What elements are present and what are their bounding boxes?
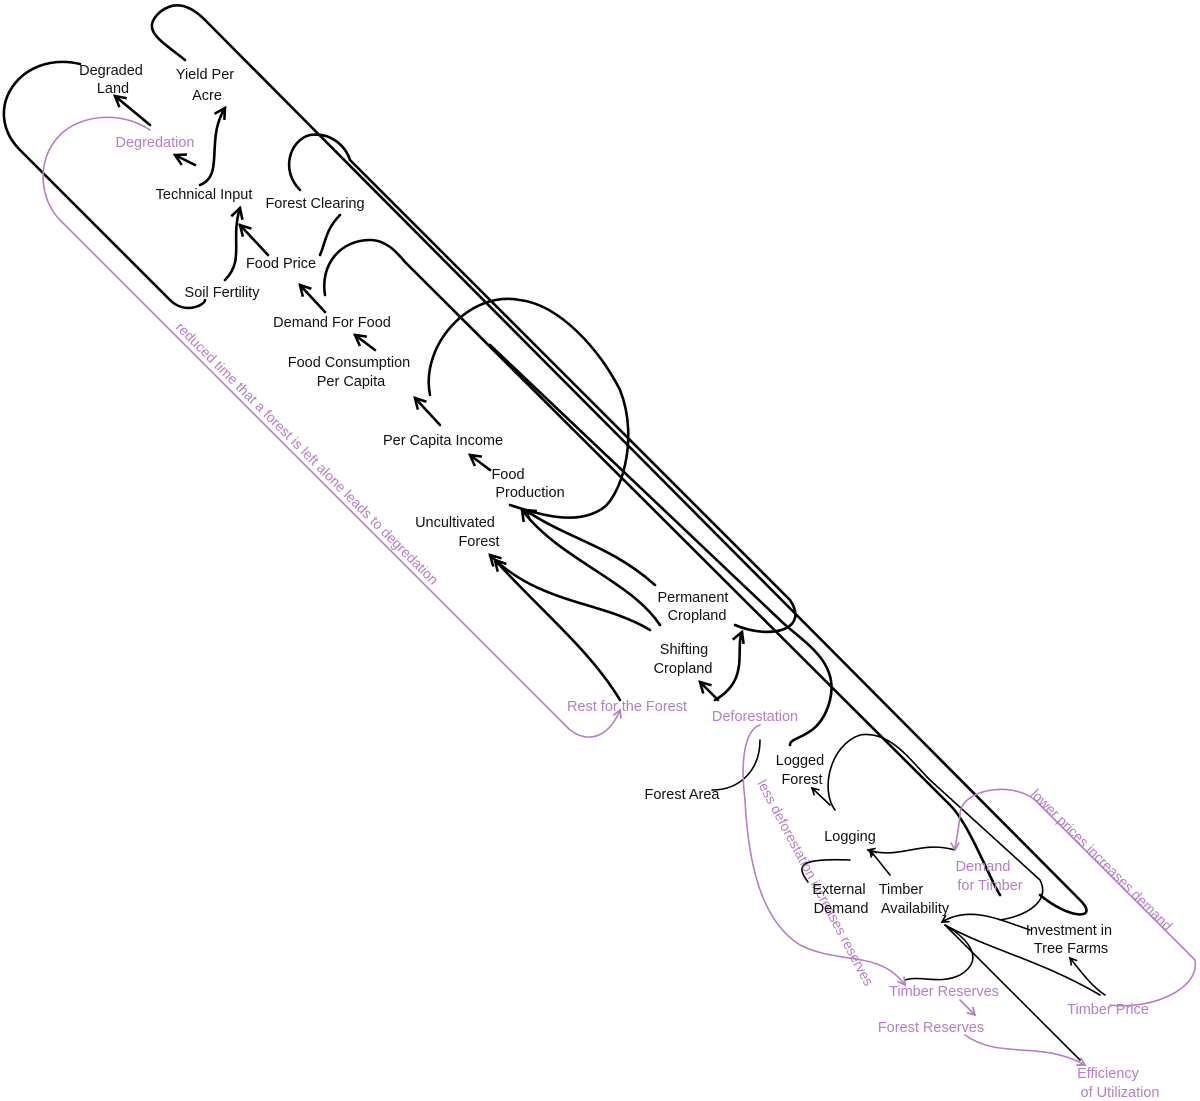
link-timber-reserves (904, 924, 974, 981)
node-external-demand: External Demand (812, 882, 869, 917)
link-permanent-production (525, 510, 657, 587)
node-food-production: Food Production (491, 467, 564, 501)
node-yield-per-acre: Yield Per Acre (176, 67, 238, 104)
link-technical-degredation (175, 155, 197, 167)
link-production-income (470, 455, 492, 472)
link-timber-efficiency (944, 924, 1081, 1061)
node-logging: Logging (824, 829, 876, 845)
node-timber-reserves: Timber Reserves (889, 984, 999, 1000)
link-logging-logged (812, 788, 831, 806)
link-degredation-degraded (115, 96, 152, 127)
node-food-consumption: Food Consumption Per Capita (288, 355, 415, 390)
link-income-consumption (415, 398, 442, 427)
loop-degraded-land (2, 60, 207, 310)
node-labels: Degraded Land Yield Per Acre Degredation… (79, 63, 1159, 1101)
node-forest-reserves: Forest Reserves (878, 1020, 984, 1036)
link-rest-uncultivated (495, 560, 622, 702)
loop-links (2, 4, 1088, 921)
node-food-price: Food Price (246, 256, 316, 272)
link-shifting-uncultivated (490, 555, 652, 632)
node-forest-clearing: Forest Clearing (265, 196, 364, 212)
loop-demand-for-food (322, 238, 1002, 897)
node-timber-availability: Timber Availability (879, 882, 950, 917)
link-external-logging (801, 858, 851, 883)
node-demand-for-timber: Demand for Timber (956, 859, 1023, 894)
link-forestarea-deforestation (711, 739, 761, 791)
link-forestreserves-efficiency (964, 1034, 1085, 1065)
link-reserves-forestreserves (959, 999, 975, 1015)
node-technical-input: Technical Input (156, 187, 253, 203)
link-consumption-demand (355, 335, 377, 352)
loop-forest-clearing (287, 133, 797, 634)
loop-permanent-cropland (488, 343, 833, 747)
link-timber-price (944, 924, 1101, 996)
node-shifting-cropland: Shifting Cropland (654, 642, 713, 677)
link-foodprice-technical (240, 225, 270, 257)
node-efficiency-of-utilization: Efficiency of Utilization (1077, 1066, 1159, 1101)
node-uncultivated-forest: Uncultivated Forest (415, 515, 499, 550)
link-soil-technical (223, 208, 240, 282)
node-per-capita-income: Per Capita Income (383, 433, 503, 449)
node-timber-price: Timber Price (1067, 1002, 1149, 1018)
link-clearing-foodprice (318, 213, 342, 257)
node-degraded-land: Degraded Land (79, 63, 147, 97)
node-permanent-cropland: Permanent Cropland (658, 590, 733, 624)
link-price-investment (1070, 958, 1106, 996)
node-investment-tree-farms: Investment in Tree Farms (1026, 923, 1116, 957)
link-shifting-production (522, 510, 662, 627)
node-degredation: Degredation (116, 135, 195, 151)
link-technical-yield (198, 108, 225, 187)
node-soil-fertility: Soil Fertility (185, 285, 261, 301)
node-deforestation: Deforestation (712, 709, 798, 725)
loop-price-demand (955, 788, 1196, 1007)
link-demand-logging (868, 846, 956, 853)
loop-food-production (427, 297, 630, 519)
link-demand-foodprice (300, 285, 327, 314)
annotation-price: lower prices increases demand (1028, 786, 1176, 934)
node-demand-for-food: Demand For Food (273, 315, 391, 331)
loop-deforestation-reserves (742, 724, 905, 985)
causal-links (115, 96, 1106, 1061)
link-deforestation-shifting (700, 682, 720, 702)
link-investment-timberavail (942, 913, 1031, 931)
link-timberavail-logging (870, 850, 891, 876)
annotation-links (42, 116, 1196, 1065)
node-rest-for-forest: Rest for the Forest (567, 699, 687, 715)
link-deforestation-permanent (713, 632, 742, 702)
loop-logged-forest (827, 733, 1044, 921)
node-logged-forest: Logged Forest (776, 753, 828, 788)
node-forest-area: Forest Area (645, 787, 721, 803)
loop-yield-per-acre (150, 4, 1088, 916)
loop-rest-degredation (42, 116, 620, 738)
